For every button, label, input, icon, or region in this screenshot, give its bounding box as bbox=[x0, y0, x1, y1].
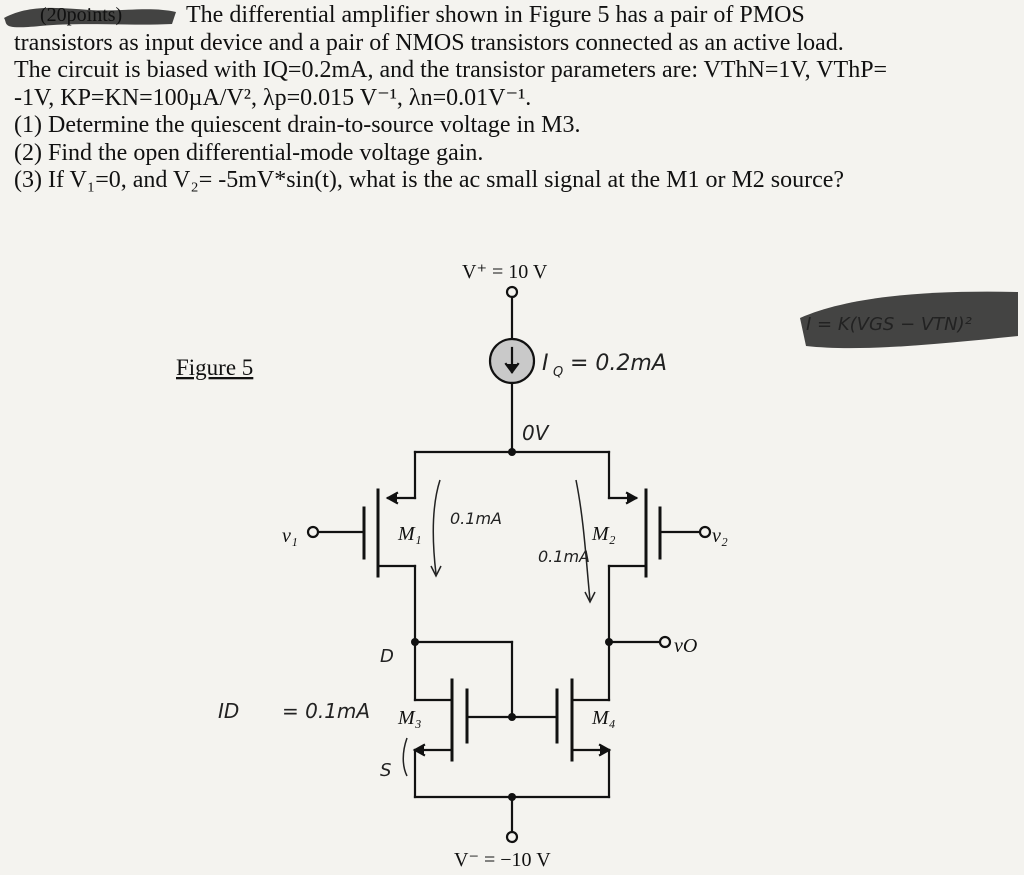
figure-caption: Figure 5 bbox=[176, 355, 253, 380]
right-current-arrow bbox=[575, 479, 591, 601]
right-current: 0.1mA bbox=[538, 547, 590, 566]
points-label: (20points) bbox=[40, 4, 122, 26]
v2-label: v₂ bbox=[712, 525, 728, 547]
node-voltage: 0V bbox=[522, 421, 550, 445]
vminus-label: V⁻ = −10 V bbox=[454, 849, 551, 871]
v1-terminal bbox=[306, 525, 320, 539]
vo-label: vO bbox=[674, 635, 697, 657]
question-3: (3) If V₁=0, and V₂= -5mV*sin(t), what i… bbox=[14, 167, 845, 193]
side-formula: I = K(VGS − VTN)² bbox=[806, 314, 972, 335]
vplus-label: V⁺ = 10 V bbox=[462, 261, 548, 283]
question-2: (2) Find the open differential-mode volt… bbox=[14, 139, 484, 166]
v2-terminal bbox=[698, 525, 712, 539]
m4-label: M₄ bbox=[591, 707, 616, 729]
id-label: ID bbox=[218, 699, 239, 723]
problem-line-1: The differential amplifier shown in Figu… bbox=[186, 2, 805, 28]
drain-mark: D bbox=[380, 646, 394, 667]
problem-line-3: The circuit is biased with IQ=0.2mA, and… bbox=[14, 57, 888, 83]
problem-line-2: transistors as input device and a pair o… bbox=[14, 29, 844, 56]
v1-label: v₁ bbox=[282, 525, 298, 547]
m3-label: M₃ bbox=[397, 707, 422, 729]
iq-subscript: Q bbox=[553, 365, 563, 380]
iq-symbol: I bbox=[542, 351, 549, 376]
source-mark: S bbox=[380, 760, 391, 781]
id-value: = 0.1mA bbox=[282, 699, 370, 723]
left-current-arrow bbox=[432, 479, 441, 575]
problem-line-4: -1V, KP=KN=100µA/V², λp=0.015 V⁻¹, λn=0.… bbox=[14, 84, 532, 111]
iq-value: = 0.2mA bbox=[570, 351, 667, 376]
vo-terminal bbox=[658, 635, 672, 649]
question-1: (1) Determine the quiescent drain-to-sou… bbox=[14, 112, 581, 138]
redaction-scribble: (20points) bbox=[4, 4, 176, 28]
left-current: 0.1mA bbox=[450, 509, 502, 528]
vplus-terminal bbox=[505, 285, 519, 299]
formula-scribble bbox=[800, 291, 1018, 349]
problem-statement: The differential amplifier shown in Figu… bbox=[14, 2, 1014, 195]
m1-label: M₁ bbox=[397, 523, 422, 545]
vminus-terminal bbox=[505, 830, 519, 844]
m2-label: M₂ bbox=[591, 523, 616, 545]
